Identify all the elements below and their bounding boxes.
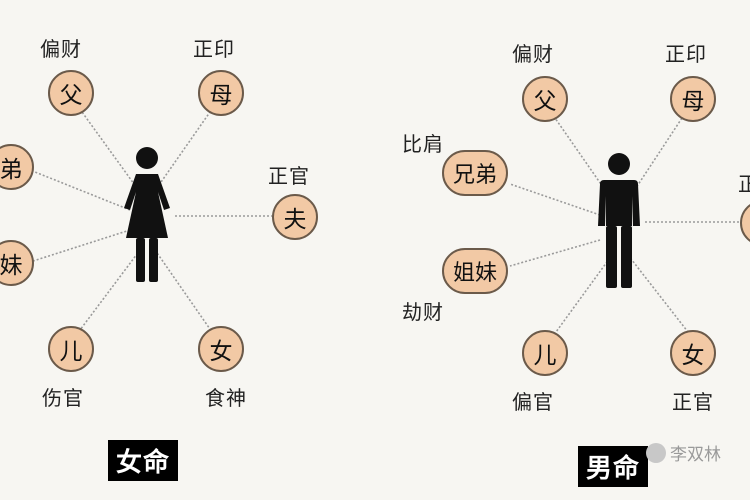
female-figure-icon — [124, 147, 170, 282]
right-title: 男命 — [578, 446, 649, 487]
left-node-brother: 弟 — [0, 144, 34, 190]
left-node-sister: 妹 — [0, 240, 34, 286]
right-label-brothers: 比肩 — [402, 132, 444, 156]
left-line-sister — [29, 229, 131, 263]
right-node-brothers: 兄弟 — [442, 150, 508, 196]
left-line-brother — [29, 169, 131, 211]
right-node-father: 父 — [522, 76, 568, 122]
left-label-daughter: 食神 — [205, 386, 247, 410]
left-label-husband: 正官 — [268, 164, 310, 188]
left-label-father: 偏财 — [40, 37, 82, 61]
left-line-son — [79, 249, 141, 331]
right-line-daughter — [627, 254, 689, 333]
left-line-father — [81, 111, 143, 196]
right-node-sisters: 姐妹 — [442, 248, 508, 294]
right-line-sisters — [509, 239, 601, 267]
left-line-mother — [151, 111, 211, 196]
left-node-daughter: 女 — [198, 326, 244, 372]
left-label-mother: 正印 — [193, 37, 235, 61]
right-node-mother: 母 — [670, 76, 716, 122]
right-node-daughter: 女 — [670, 330, 716, 376]
right-label-sisters: 劫财 — [402, 300, 444, 324]
right-label-daughter: 正官 — [672, 390, 714, 414]
left-line-daughter — [154, 249, 213, 333]
wechat-icon — [646, 442, 666, 463]
watermark-text: 李双林 — [670, 445, 721, 465]
left-node-son: 儿 — [48, 326, 94, 372]
left-node-father: 父 — [48, 70, 94, 116]
right-line-brothers — [509, 183, 601, 216]
right-label-son: 偏官 — [512, 390, 554, 414]
right-label-mother: 正印 — [665, 42, 707, 66]
male-figure-icon — [598, 153, 640, 288]
left-node-mother: 母 — [198, 70, 244, 116]
left-label-son: 伤官 — [42, 386, 84, 410]
left-title: 女命 — [108, 440, 179, 481]
right-label-edge: 正 — [738, 172, 750, 196]
right-label-father: 偏财 — [512, 42, 554, 66]
left-node-husband: 夫 — [272, 194, 318, 240]
right-node-son: 儿 — [522, 330, 568, 376]
watermark: 李双林 — [646, 440, 721, 465]
